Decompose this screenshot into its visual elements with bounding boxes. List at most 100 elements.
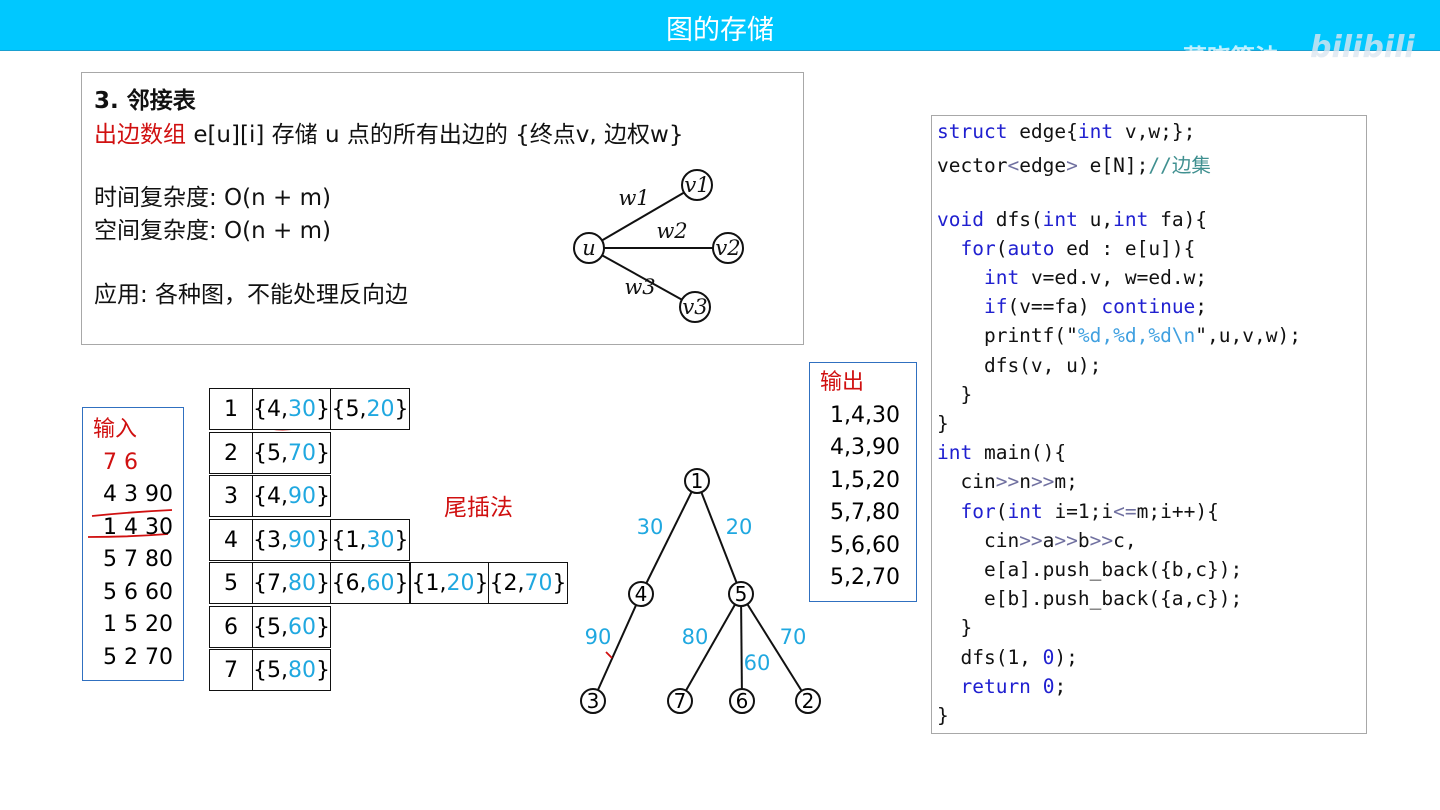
label-v1: v1	[684, 173, 709, 197]
tail-insert-label: 尾插法	[444, 495, 513, 521]
edge-cell: {6,60}	[330, 562, 410, 604]
code-token: );	[1054, 645, 1078, 669]
code-token: }	[937, 704, 949, 727]
code-token: u,	[1077, 207, 1114, 231]
label-u: u	[582, 236, 596, 260]
label-w2: w2	[656, 219, 687, 243]
edge-cell: {5,20}	[330, 388, 410, 430]
code-token: int	[937, 441, 973, 465]
code-line: for(int i=1;i<=m;i++){	[937, 499, 1219, 523]
code-token: }	[937, 616, 973, 640]
code-token: >>	[1030, 470, 1055, 494]
code-line: cin>>a>>b>>c,	[937, 529, 1137, 552]
code-line: return 0;	[937, 675, 1066, 698]
code-token	[937, 295, 984, 318]
code-token: if	[983, 295, 1008, 319]
code-line: }	[937, 704, 949, 727]
adjacency-list-box: 3. 邻接表 出边数组 e[u][i] 存储 u 点的所有出边的 {终点v, 边…	[81, 72, 804, 345]
code-token: >>	[1054, 528, 1078, 552]
tree-node-label: 1	[691, 469, 704, 493]
edge-weight: 60	[366, 571, 395, 596]
edge-weight: 90	[288, 484, 316, 509]
code-token: edge{	[1007, 120, 1078, 143]
code-token	[937, 675, 960, 698]
weight-1-5: 20	[726, 515, 753, 539]
code-token: b	[1077, 528, 1090, 552]
code-token: auto	[1007, 236, 1055, 260]
code-token: }	[937, 412, 949, 435]
output-line: 4,3,90	[830, 435, 900, 460]
code-token	[937, 500, 960, 523]
edge-weight: 20	[366, 397, 395, 422]
code-line: int main(){	[937, 441, 1066, 464]
tree-node	[628, 581, 654, 607]
input-line: 5 2 70	[103, 644, 173, 670]
weight-5-6: 60	[744, 651, 771, 675]
code-token: vector	[937, 154, 1008, 178]
weight-1-4: 30	[637, 515, 664, 539]
code-token: m;i++){	[1136, 499, 1219, 523]
tree-node-label: 4	[635, 582, 648, 606]
label-w1: w1	[618, 186, 649, 210]
edge-weight: 70	[288, 440, 316, 466]
code-token: dfs(	[983, 207, 1043, 231]
code-token: ;	[1195, 295, 1208, 319]
weight-5-2: 70	[780, 625, 807, 649]
code-line: e[b].push_back({a,c});	[937, 587, 1242, 610]
code-token: for	[960, 499, 996, 523]
weight-4-3: 90	[585, 625, 612, 649]
code-token: //边集	[1148, 154, 1211, 178]
input-line: 7 6	[103, 449, 138, 475]
table-index-cell: 5	[209, 562, 253, 604]
code-token: i=1;i	[1042, 499, 1114, 523]
tree-node-label: 5	[735, 582, 748, 606]
node-v2	[712, 232, 744, 264]
edge-cell: {5,60}	[252, 605, 331, 648]
out-edge-array-label: 出边数组	[94, 122, 186, 148]
code-line: e[a].push_back({b,c});	[937, 558, 1242, 581]
code-token: e[b].push_back({a,c});	[937, 587, 1243, 611]
input-line: 4 3 90	[103, 482, 173, 507]
code-box: struct edge{int v,w;};vector<edge> e[N];…	[931, 115, 1367, 734]
code-line: }	[937, 412, 949, 435]
code-token: int	[1113, 207, 1149, 231]
watermark: 董晓算法	[1183, 44, 1279, 72]
output-line: 1,5,20	[830, 467, 900, 493]
code-token: >>	[1089, 528, 1114, 552]
edge-cell: {4,90}	[252, 475, 331, 517]
input-line: 5 6 60	[103, 579, 173, 605]
code-token: (	[995, 499, 1008, 523]
edge-cell: {1,30}	[330, 518, 410, 561]
edge-cell: {1,20}	[410, 562, 490, 604]
code-token: continue	[1101, 295, 1196, 319]
code-token: (v==fa)	[1007, 295, 1102, 319]
code-token: e[a].push_back({b,c});	[937, 558, 1243, 581]
code-token: cin	[937, 470, 996, 494]
tree-node-label: 7	[674, 689, 687, 713]
code-token: >	[1066, 154, 1078, 178]
code-token: dfs(1,	[937, 645, 1043, 669]
code-token: 0	[1042, 645, 1055, 669]
input-line: 5 7 80	[103, 547, 173, 572]
edge-target: 7	[267, 571, 281, 596]
code-token: <=	[1113, 499, 1137, 523]
table-index-cell: 3	[209, 475, 253, 517]
code-token: >>	[1019, 528, 1043, 552]
edge-target: 1	[425, 571, 440, 596]
code-token: int	[1042, 207, 1078, 231]
code-token: }	[937, 382, 973, 406]
table-index-cell: 2	[209, 431, 253, 474]
code-line: }	[937, 616, 972, 639]
code-token: fa){	[1148, 207, 1208, 231]
code-line: if(v==fa) continue;	[937, 295, 1207, 318]
tree-node	[684, 468, 710, 494]
code-token: edge	[1019, 154, 1067, 178]
code-line: struct edge{int v,w;};	[937, 120, 1195, 143]
tree-node-label: 3	[587, 689, 600, 713]
label-w3: w3	[624, 275, 655, 299]
edge-target: 2	[503, 571, 518, 596]
weight-5-7: 80	[682, 625, 709, 649]
code-token: main(){	[972, 441, 1067, 465]
code-token: ;	[1054, 674, 1067, 698]
